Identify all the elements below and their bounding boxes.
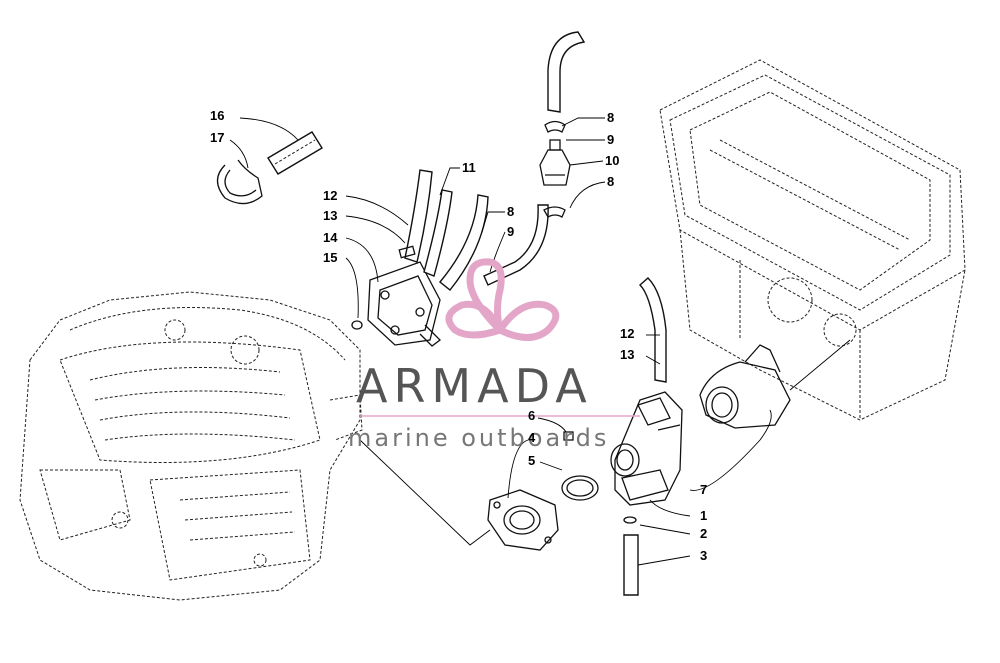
hose-16: [267, 131, 323, 175]
watermark-tagline: marine outboards: [348, 424, 609, 452]
callout-8: 8: [607, 174, 614, 189]
carburetor-1: [610, 277, 683, 506]
part-callouts: 16 17 11 12 13 8 14 9 15 8 9 10 8 12 13 …: [210, 108, 707, 563]
callout-9: 9: [507, 224, 514, 239]
callout-8: 8: [607, 110, 614, 125]
leader-lines: [229, 117, 851, 566]
callout-14: 14: [323, 230, 338, 245]
callout-2: 2: [700, 526, 707, 541]
callout-15: 15: [323, 250, 337, 265]
callout-7: 7: [700, 482, 707, 497]
clamp-5: [561, 475, 599, 501]
callout-9: 9: [607, 132, 614, 147]
callout-10: 10: [605, 153, 619, 168]
callout-17: 17: [210, 130, 224, 145]
engine-block-left: [19, 291, 363, 601]
callout-5: 5: [528, 453, 535, 468]
callout-12: 12: [620, 326, 634, 341]
nut-6: [563, 431, 574, 441]
fuel-pump: [351, 261, 441, 347]
callout-12: 12: [323, 188, 337, 203]
watermark-brand: ARMADA: [356, 359, 593, 413]
callout-13: 13: [620, 347, 634, 362]
fuel-line-8: [483, 204, 566, 286]
air-boot-7: [699, 344, 791, 429]
watermark-logo-mark: [445, 258, 560, 341]
vent-hose-8: [547, 31, 586, 113]
callout-16: 16: [210, 108, 224, 123]
watermark: ARMADA marine outboards: [348, 258, 640, 452]
intake-flange: [487, 489, 559, 551]
drain-hose-3: [623, 516, 639, 596]
callout-3: 3: [700, 548, 707, 563]
callout-6: 6: [528, 408, 535, 423]
callout-13: 13: [323, 208, 337, 223]
callout-11: 11: [462, 160, 476, 175]
fuel-filter-10: [539, 120, 571, 186]
air-box-right: [659, 59, 966, 421]
callout-1: 1: [700, 508, 707, 523]
clamp-17: [216, 159, 263, 205]
callout-8: 8: [507, 204, 514, 219]
callout-4: 4: [528, 430, 536, 445]
pump-hoses: [398, 169, 489, 291]
